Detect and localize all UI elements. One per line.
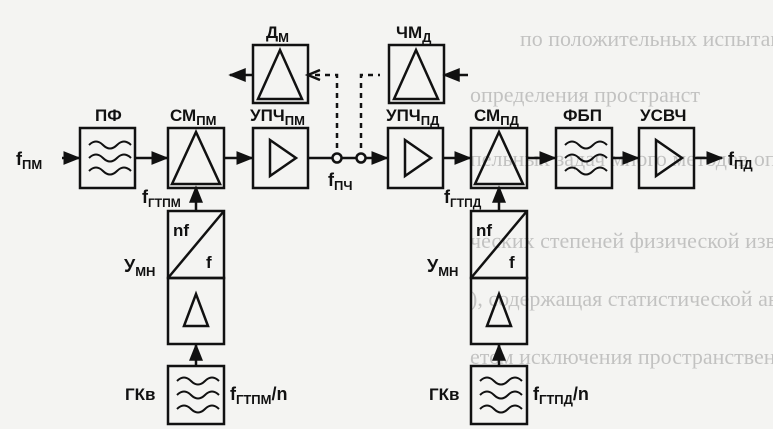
right-umn-label: УМН — [427, 256, 458, 279]
chm-label: ЧМД — [396, 23, 432, 45]
left-oscillator-icon — [176, 376, 220, 414]
right-oscillator-icon — [479, 376, 523, 414]
right-oscillator-block — [469, 364, 529, 426]
usvch-block — [637, 126, 696, 190]
sm-pd-triangle-icon — [473, 129, 525, 186]
f-gtpm-n-label: fГТПМ/n — [230, 384, 287, 407]
sm-pm-label: СМПМ — [170, 106, 216, 128]
sm-pm-triangle-icon — [170, 129, 222, 186]
f-pch-label: fПЧ — [328, 170, 352, 193]
sm-pd-block — [469, 126, 529, 190]
fbp-block — [554, 126, 614, 190]
left-multiplier-amp-block — [166, 276, 226, 346]
left-umn-label: УМН — [124, 256, 155, 279]
left-gkv-label: ГКв — [125, 385, 155, 404]
background-line-2: определения пространст — [470, 82, 700, 107]
left-nf-label: nf — [173, 221, 189, 240]
right-multiplier-diagonal — [470, 210, 528, 279]
upch-pd-block — [386, 126, 445, 190]
f-gtpd-n-label: fГТПД/n — [533, 384, 589, 407]
dm-block — [251, 43, 310, 105]
usvch-amplifier-icon — [654, 137, 685, 179]
sm-pm-block — [166, 126, 226, 190]
left-multiplier-diagonal — [167, 210, 225, 279]
left-oscillator-block — [166, 364, 226, 426]
upch-pm-label: УПЧПМ — [250, 106, 305, 128]
f-pm-label: fПМ — [16, 149, 42, 172]
fbp-label: ФБП — [563, 106, 602, 125]
dm-triangle-icon — [256, 46, 304, 101]
dm-dashed-link — [315, 73, 339, 158]
f-gtpd-label: fГТПД — [444, 187, 482, 210]
f-pd-label: fПД — [728, 149, 753, 172]
upch-pd-label: УПЧПД — [386, 106, 440, 128]
pf-block — [78, 126, 137, 190]
right-gkv-label: ГКв — [429, 385, 459, 404]
background-line-4: ческих степеней физической известности. … — [470, 228, 773, 253]
chm-dashed-link — [359, 73, 380, 158]
pf-filter-icon — [88, 140, 132, 176]
right-multiplier-triangle-icon — [485, 290, 513, 328]
junction-dot-left — [331, 152, 343, 164]
left-multiplier-triangle-icon — [182, 290, 210, 328]
right-multiplier-amp-block — [469, 276, 529, 346]
background-line-5: ), содержащая статистической автор сигна… — [470, 286, 773, 311]
background-line-1: по положительных испытаниях и пропуска с… — [520, 26, 773, 51]
chm-block — [387, 43, 446, 105]
pf-label: ПФ — [95, 106, 122, 125]
upch-pm-amplifier-icon — [268, 137, 299, 179]
f-gtpm-label: fГТПМ — [142, 187, 181, 210]
usvch-label: УСВЧ — [640, 106, 686, 125]
right-nf-label: nf — [476, 221, 492, 240]
chm-triangle-icon — [392, 46, 440, 101]
dm-label: ДМ — [266, 23, 289, 45]
fbp-filter-icon — [564, 140, 608, 176]
upch-pm-block — [251, 126, 310, 190]
left-f-label: f — [206, 253, 212, 272]
right-f-label: f — [509, 253, 515, 272]
upch-pd-amplifier-icon — [403, 137, 434, 179]
junction-dot-right — [355, 152, 367, 164]
sm-pd-label: СМПД — [474, 106, 520, 128]
